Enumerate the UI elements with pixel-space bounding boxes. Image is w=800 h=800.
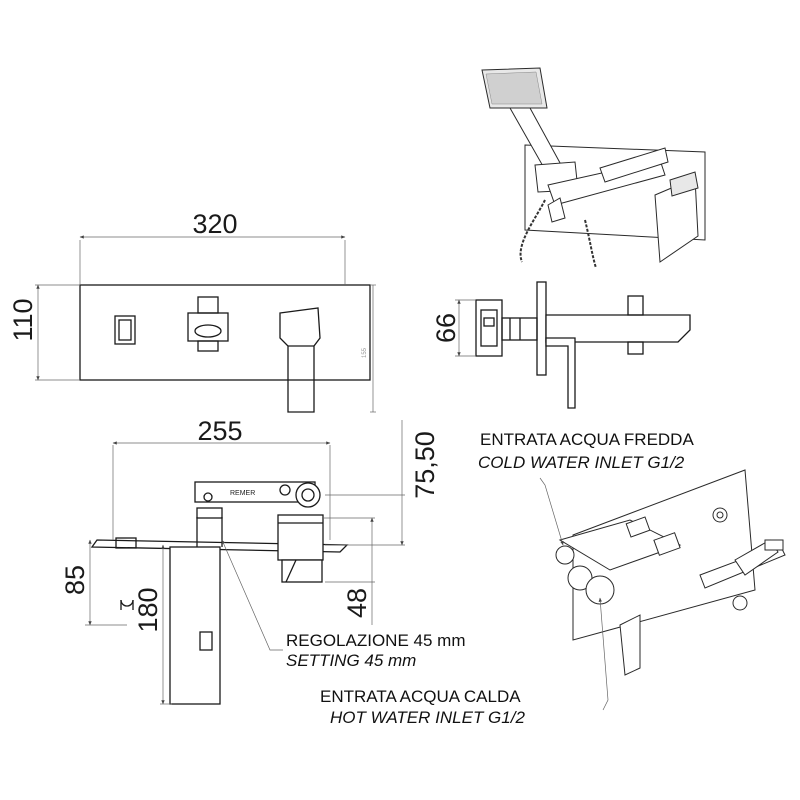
lower-offset-label: 48 [342,588,372,618]
spout-length-label: 255 [197,416,242,446]
side-height-label: 66 [431,313,461,343]
setting-leader [221,539,283,651]
hot-label-en: HOT WATER INLET G1/2 [330,708,525,727]
section-cartridge [277,514,324,561]
section-body [169,546,221,705]
inlet-isometric-view: ENTRATA ACQUA FREDDA COLD WATER INLET G1… [320,430,786,727]
section-knob [295,482,321,508]
mixer-lever [279,307,321,413]
cold-label-it: ENTRATA ACQUA FREDDA [480,430,694,449]
iso-hose [519,199,597,269]
diverter-knob [114,315,136,345]
body-depth-label: 180 [133,587,163,632]
brand-mark: REMER [230,490,255,497]
isometric-view [481,67,706,269]
plate-width-label: 320 [192,209,237,239]
top-section-view: REMER 255 75,50 85 180 [60,416,465,705]
plate-height-label: 110 [8,298,38,341]
side-plate [536,281,547,376]
hot-label-it: ENTRATA ACQUA CALDA [320,687,521,706]
side-lever [545,337,576,409]
inlet-lever [619,614,641,676]
hot-leader [598,597,609,711]
top-offset-label: 75,50 [410,431,440,499]
side-body [475,299,503,357]
plate-depth-small-label: 155 [362,347,368,358]
cold-label-en: COLD WATER INLET G1/2 [478,453,685,472]
setting-label-en: SETTING 45 mm [286,651,416,670]
front-view: 320 110 155 [8,209,376,413]
cold-leader [539,477,564,546]
wall-plate-outline [79,284,371,381]
wall-depth-label: 85 [60,565,90,595]
shower-holder [197,296,219,314]
side-view: 66 [431,281,691,409]
inlet-body [558,519,682,571]
inlet-wall-plate [572,469,756,641]
cold-inlet-fitting [555,545,575,565]
setting-label-it: REGOLAZIONE 45 mm [286,631,465,650]
